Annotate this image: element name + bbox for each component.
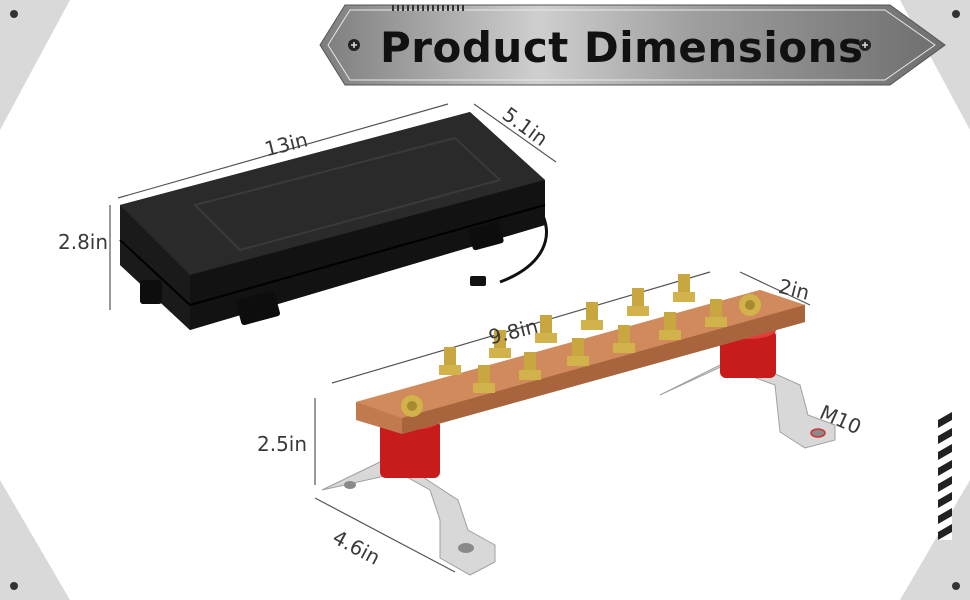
screw-icon (952, 582, 960, 590)
busbar-dimension-lines (314, 271, 811, 573)
case-dimension-lines (109, 103, 557, 310)
busbar-height-label: 2.5in (257, 432, 308, 456)
grip-lines (392, 5, 464, 11)
screw-icon (10, 582, 18, 590)
lanyard (499, 209, 548, 284)
title-banner (319, 4, 946, 86)
latch-icon (140, 280, 162, 304)
screw-icon (952, 10, 960, 18)
case-height-label: 2.8in (58, 230, 109, 254)
corner-top-left (0, 0, 70, 130)
storage-case (119, 112, 548, 330)
screw-icon (10, 10, 18, 18)
mounting-bracket (321, 357, 836, 576)
terminal-studs (401, 274, 761, 417)
latch-icon (468, 221, 504, 251)
hazard-stripes (938, 410, 952, 540)
latch-icon (235, 290, 281, 326)
page-title: Product Dimensions (380, 23, 864, 72)
corner-bottom-right (900, 480, 970, 600)
corner-bottom-left (0, 480, 70, 600)
